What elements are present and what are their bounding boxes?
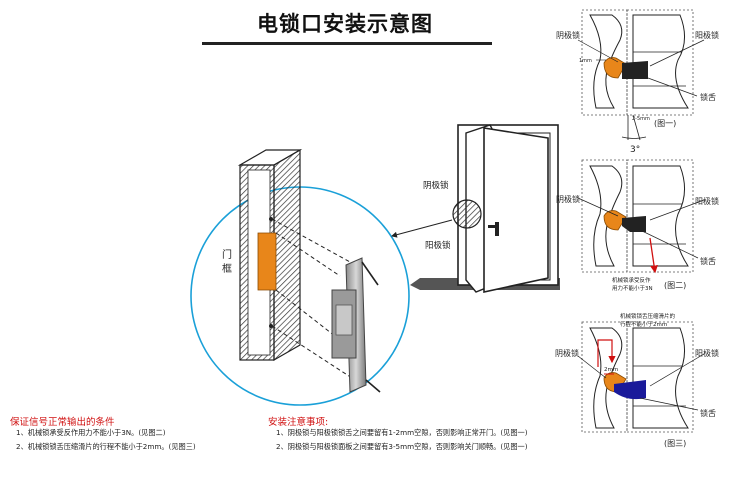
door-frame-label: 门框 [222, 248, 232, 275]
fig3-cathode-label: 阴极锁 [555, 348, 579, 358]
conditions-heading: 保证信号正常输出的条件 [10, 417, 115, 428]
fig2-caption: (图二) [664, 281, 686, 290]
fig1-gap-2-5mm: 2-5mm [632, 116, 650, 122]
figure-3 [577, 321, 705, 433]
fig1-caption: (图一) [654, 119, 676, 128]
install-notes-heading: 安装注意事项: [268, 417, 329, 428]
fig2-note-2: 用力不能小于3N [612, 284, 653, 292]
fig3-note-2: 行程不能小于2mm [620, 320, 667, 328]
fig3-caption: (图三) [664, 439, 686, 448]
fig2-anode-label: 阳极锁 [695, 196, 719, 206]
install-note-item-2: 2、阴极锁与阳极锁面板之间要留有3-5mm空隙，否则影响关门顺畅。(见图一) [276, 442, 528, 451]
figure-1 [577, 9, 705, 141]
title-underline [202, 42, 492, 45]
fig1-anode-label: 阳极锁 [695, 30, 719, 40]
fig2-note-1: 机械锁承受反作 [612, 276, 651, 284]
magnified-view: 门框 [190, 148, 410, 406]
door-cathode-label: 阴极锁 [423, 180, 449, 191]
fig3-gap-2mm: 2mm [604, 367, 618, 373]
fig1-tongue-label: 锁舌 [700, 92, 716, 102]
electric-strike [331, 257, 381, 393]
fig1-gap-1mm: 1mm [579, 58, 592, 64]
fig1-angle: 3° [630, 145, 640, 155]
fig2-tongue-label: 锁舌 [700, 256, 716, 266]
door-frame-illustration [237, 148, 303, 362]
door-anode-label: 阳极锁 [425, 240, 451, 251]
fig2-cathode-label: 阴极锁 [556, 194, 580, 204]
fig1-cathode-label: 阴极锁 [556, 30, 580, 40]
fig3-note-1: 机械锁锁舌压缩滑片的 [620, 312, 676, 320]
figure-2 [577, 159, 705, 274]
fig3-anode-label: 阳极锁 [695, 348, 719, 358]
condition-item-1: 1、机械锁承受反作用力不能小于3N。(见图二) [16, 428, 166, 437]
install-note-item-1: 1、阴极锁与阳极锁锁舌之间要留有1-2mm空隙，否则影响正常开门。(见图一) [276, 428, 528, 437]
door-illustration [391, 124, 560, 293]
fig3-tongue-label: 锁舌 [700, 408, 716, 418]
condition-item-2: 2、机械锁锁舌压缩滑片的行程不能小于2mm。(见图三) [16, 442, 196, 451]
page-title: 电锁口安装示意图 [257, 11, 433, 36]
